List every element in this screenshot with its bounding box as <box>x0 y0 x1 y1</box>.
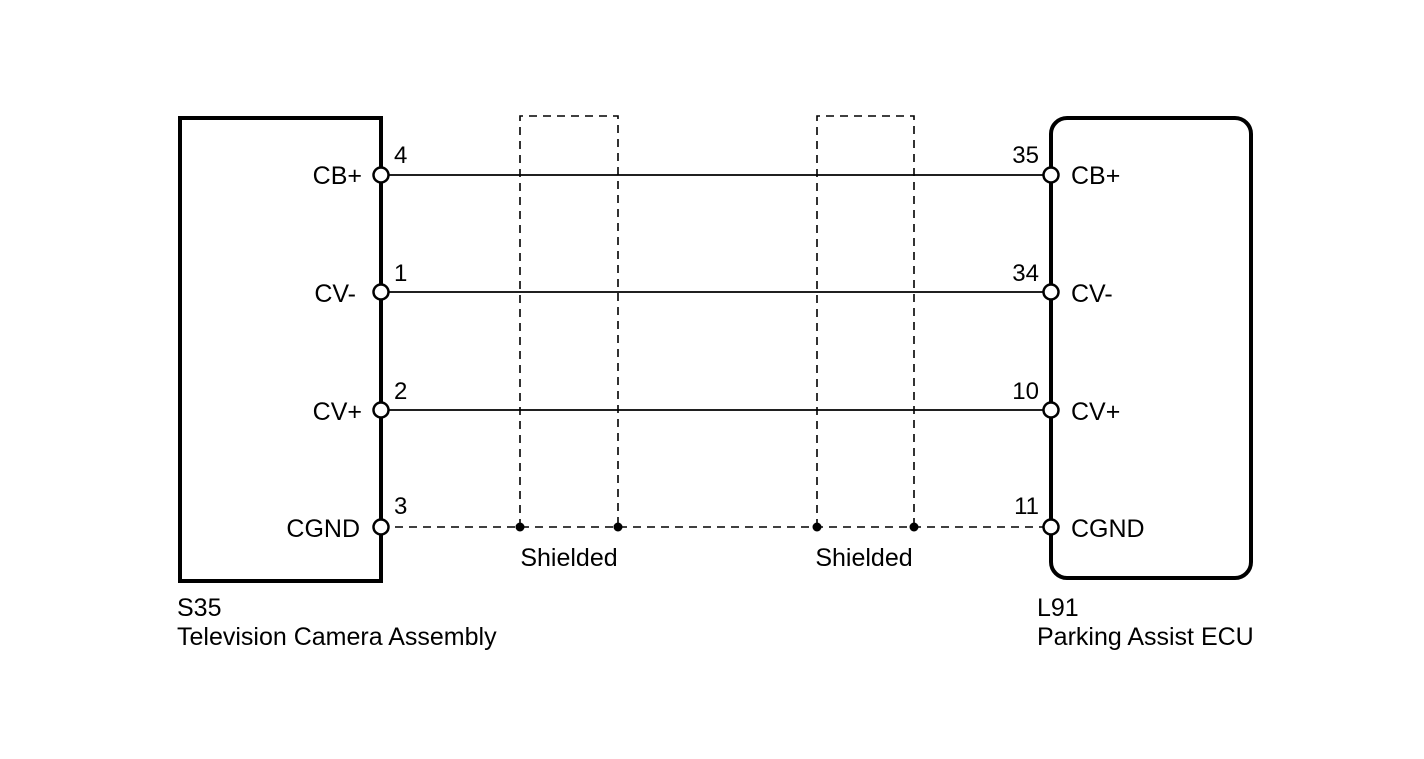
left-pin-cv-minus-terminal <box>372 283 390 301</box>
shield-1-drain-right <box>613 522 623 532</box>
shield-1: Shielded <box>515 115 623 572</box>
left-pin-cb-plus: CB+ 4 <box>313 142 408 190</box>
left-pin-cb-plus-number: 4 <box>394 142 407 169</box>
right-component-code: L91 <box>1037 594 1079 622</box>
left-pin-cgnd-terminal <box>372 518 390 536</box>
right-pin-cv-minus-terminal <box>1042 283 1060 301</box>
right-pin-cv-plus-terminal <box>1042 401 1060 419</box>
left-pin-cv-plus: CV+ 2 <box>313 378 408 426</box>
right-pin-cv-plus-signal: CV+ <box>1071 398 1120 426</box>
left-pin-cv-plus-terminal <box>372 401 390 419</box>
right-pin-cv-plus-number: 10 <box>1012 378 1039 405</box>
left-pin-cv-minus-number: 1 <box>394 260 407 287</box>
left-component-name: Television Camera Assembly <box>177 623 497 651</box>
right-pin-cb-plus-signal: CB+ <box>1071 162 1120 190</box>
left-pin-cgnd-signal: CGND <box>286 515 360 543</box>
left-pin-cb-plus-terminal <box>372 166 390 184</box>
shield-1-label: Shielded <box>520 544 617 572</box>
left-pin-cv-minus: CV- 1 <box>314 260 407 308</box>
shield-2-label: Shielded <box>815 544 912 572</box>
left-pin-cb-plus-signal: CB+ <box>313 162 362 190</box>
right-pin-cb-plus-number: 35 <box>1012 142 1039 169</box>
right-pin-cgnd-number: 11 <box>1014 493 1039 520</box>
shield-2: Shielded <box>812 115 919 572</box>
right-pin-cgnd: CGND 11 <box>1014 493 1145 543</box>
left-pin-cgnd-number: 3 <box>394 493 407 520</box>
right-component-name: Parking Assist ECU <box>1037 623 1254 651</box>
right-pin-cgnd-terminal <box>1042 518 1060 536</box>
left-component-box <box>178 116 383 583</box>
left-pin-cv-minus-signal: CV- <box>314 280 356 308</box>
right-pin-cb-plus: CB+ 35 <box>1012 142 1120 190</box>
right-pin-cv-minus-signal: CV- <box>1071 280 1113 308</box>
shield-1-outline <box>519 115 619 527</box>
right-component-box <box>1049 116 1253 580</box>
right-pin-cv-minus: CV- 34 <box>1012 260 1112 308</box>
left-pin-cv-plus-number: 2 <box>394 378 407 405</box>
right-pin-cb-plus-terminal <box>1042 166 1060 184</box>
shield-2-outline <box>816 115 915 527</box>
shield-1-drain-left <box>515 522 525 532</box>
right-pin-cgnd-signal: CGND <box>1071 515 1145 543</box>
right-pin-cv-plus: CV+ 10 <box>1012 378 1120 426</box>
right-pin-cv-minus-number: 34 <box>1012 260 1039 287</box>
left-pin-cgnd: CGND 3 <box>286 493 407 543</box>
left-pin-cv-plus-signal: CV+ <box>313 398 362 426</box>
left-component-code: S35 <box>177 594 221 622</box>
